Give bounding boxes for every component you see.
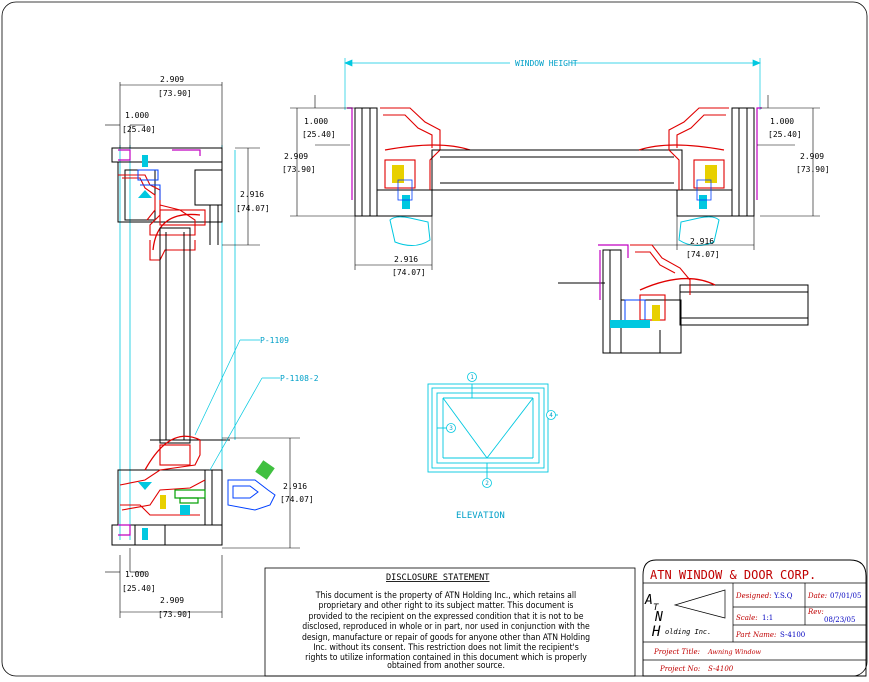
dim-right-right-offset: 1.000 [770, 117, 794, 126]
disclosure-line: disclosed, reproduced in whole or in par… [302, 622, 590, 632]
dim-left-top-overall: 2.909 [160, 75, 184, 84]
dim-left-bottom-offset-mm: [25.40] [122, 584, 156, 593]
dim-right-right-bottom-mm: [74.07] [686, 250, 720, 259]
elevation-tag-2: 2 [485, 480, 489, 487]
disclosure-statement: DISCLOSURE STATEMENT This document is th… [264, 567, 636, 677]
date-value: 07/01/05 [830, 592, 861, 600]
company-logo: A T N H olding Inc. [644, 589, 726, 640]
left-vertical-section: P-1109 P-1108-2 2.909 [73.90] 1.000 [25.… [105, 75, 319, 619]
dim-left-top-overall-mm: [73.90] [158, 89, 192, 98]
dim-right-left-bottom-mm: [74.07] [392, 268, 426, 277]
dim-right-left-offset: 1.000 [304, 117, 328, 126]
dim-left-bottom-frame: 2.916 [283, 482, 307, 491]
elevation-label: ELEVATION [456, 511, 505, 521]
rev-value: 08/23/05 [824, 616, 855, 624]
elevation-tag-1: 1 [470, 374, 474, 381]
disclosure-line: Inc. without its consent. This restricti… [313, 643, 579, 653]
svg-text:olding Inc.: olding Inc. [665, 628, 711, 636]
scale-label: Scale: [736, 614, 758, 622]
callout-p11082: P-1108-2 [280, 374, 319, 383]
project-title-label: Project Title: [653, 648, 700, 656]
detail-section [558, 244, 809, 354]
elevation-tag-4: 4 [549, 412, 553, 419]
dim-right-right-frame-mm: [73.90] [796, 165, 830, 174]
disclosure-line: proprietary and other right to its subje… [319, 601, 574, 611]
dim-left-top-offset-mm: [25.40] [122, 125, 156, 134]
disclosure-line: obtained from another source. [387, 661, 505, 671]
dim-left-top-offset: 1.000 [125, 111, 149, 120]
designed-value: Y.S.Q [773, 592, 793, 600]
project-title-value: Awning Window [707, 648, 762, 656]
designed-label: Designed: [735, 592, 772, 600]
window-height-label: WINDOW HEIGHT [515, 59, 578, 68]
dim-right-right-frame: 2.909 [800, 152, 824, 161]
svg-text:H: H [651, 624, 661, 640]
svg-text:N: N [654, 610, 663, 625]
dim-right-left-offset-mm: [25.40] [302, 130, 336, 139]
elevation-view: 1 2 3 4 ELEVATION [427, 372, 558, 521]
disclosure-heading: DISCLOSURE STATEMENT [386, 573, 489, 583]
disclosure-line: rights to utilize information contained … [305, 653, 587, 663]
callout-p1109: P-1109 [260, 336, 289, 345]
company-name: ATN WINDOW & DOOR CORP. [650, 568, 816, 582]
dim-left-bottom-overall-mm: [73.90] [158, 610, 192, 619]
part-name-value: S-4100 [780, 631, 805, 639]
dim-right-left-frame-mm: [73.90] [282, 165, 316, 174]
dim-left-bottom-offset: 1.000 [125, 570, 149, 579]
disclosure-line: design, manufacture or repair of goods f… [302, 633, 590, 643]
elevation-tag-3: 3 [449, 425, 453, 432]
project-no-label: Project No: [659, 665, 700, 673]
disclosure-line: provided to the recipient on the express… [309, 612, 584, 622]
svg-text:A: A [644, 593, 653, 608]
svg-text:T: T [653, 603, 659, 613]
dim-right-right-bottom: 2.916 [690, 237, 714, 246]
dim-right-left-frame: 2.909 [284, 152, 308, 161]
dim-left-top-frame: 2.916 [240, 190, 264, 199]
dim-right-left-bottom: 2.916 [394, 255, 418, 264]
scale-value: 1:1 [762, 614, 773, 622]
project-no-value: S-4100 [708, 665, 734, 673]
dim-right-right-offset-mm: [25.40] [768, 130, 802, 139]
title-block: ATN WINDOW & DOOR CORP. A T N H olding I… [642, 559, 867, 677]
disclosure-line: This document is the property of ATN Hol… [315, 591, 576, 601]
top-horizontal-section: WINDOW HEIGHT [282, 58, 830, 277]
date-label: Date: [807, 592, 827, 600]
dim-left-top-frame-mm: [74.07] [236, 204, 270, 213]
rev-label: Rev: [807, 608, 824, 616]
part-name-label: Part Name: [735, 631, 776, 639]
dim-left-bottom-overall: 2.909 [160, 596, 184, 605]
dim-left-bottom-frame-mm: [74.07] [280, 495, 314, 504]
